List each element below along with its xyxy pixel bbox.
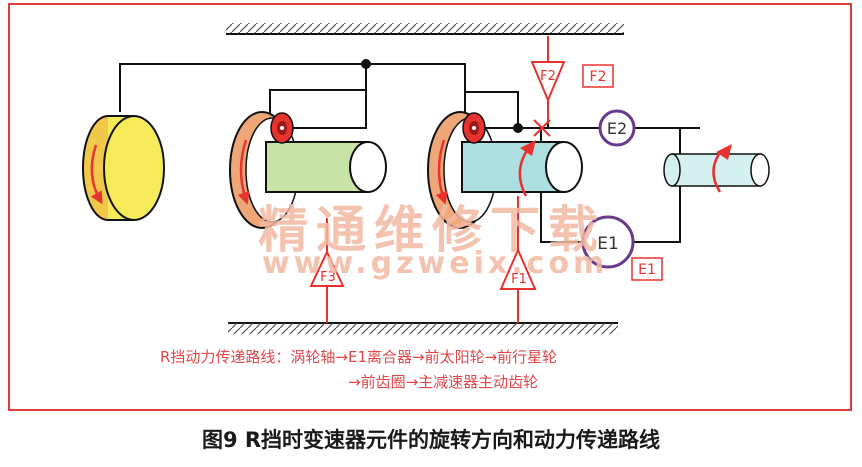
f2-triangle-label: F2 xyxy=(540,69,556,84)
brake-f3 xyxy=(309,218,345,323)
turbine-disc xyxy=(82,115,165,221)
left-shaft xyxy=(265,141,387,193)
clutch-e1 xyxy=(581,215,663,281)
f2-box-label: F2 xyxy=(590,69,607,85)
power-path-note-line1: R挡动力传递路线：涡轮轴→E1离合器→前太阳轮→前行星轮 xyxy=(160,348,558,366)
right-planet-gear xyxy=(462,112,486,144)
left-planet-gear xyxy=(270,112,294,144)
housing-bottom xyxy=(228,322,618,334)
housing-top xyxy=(226,23,624,35)
junction-dot-right xyxy=(513,123,523,133)
figure-caption: 图9 R挡时变速器元件的旋转方向和动力传递路线 xyxy=(201,428,661,452)
watermark-main: 精通维修下载 xyxy=(258,200,606,259)
f3-label: F3 xyxy=(320,270,336,285)
power-path-note-line2: →前齿圈→主减速器主动齿轮 xyxy=(348,373,539,391)
f1-label: F1 xyxy=(511,272,527,287)
junction-dot-top xyxy=(361,59,371,69)
e1-label: E1 xyxy=(597,234,619,254)
e2-label: E2 xyxy=(607,119,627,138)
watermark-url: www.gzweix.com xyxy=(262,246,609,281)
brake-f1 xyxy=(499,196,537,323)
output-shaft xyxy=(663,144,770,193)
e1-box-label: E1 xyxy=(638,262,656,278)
brake-f2 xyxy=(530,36,614,124)
clutch-e2 xyxy=(598,109,636,147)
right-shaft xyxy=(461,140,583,197)
